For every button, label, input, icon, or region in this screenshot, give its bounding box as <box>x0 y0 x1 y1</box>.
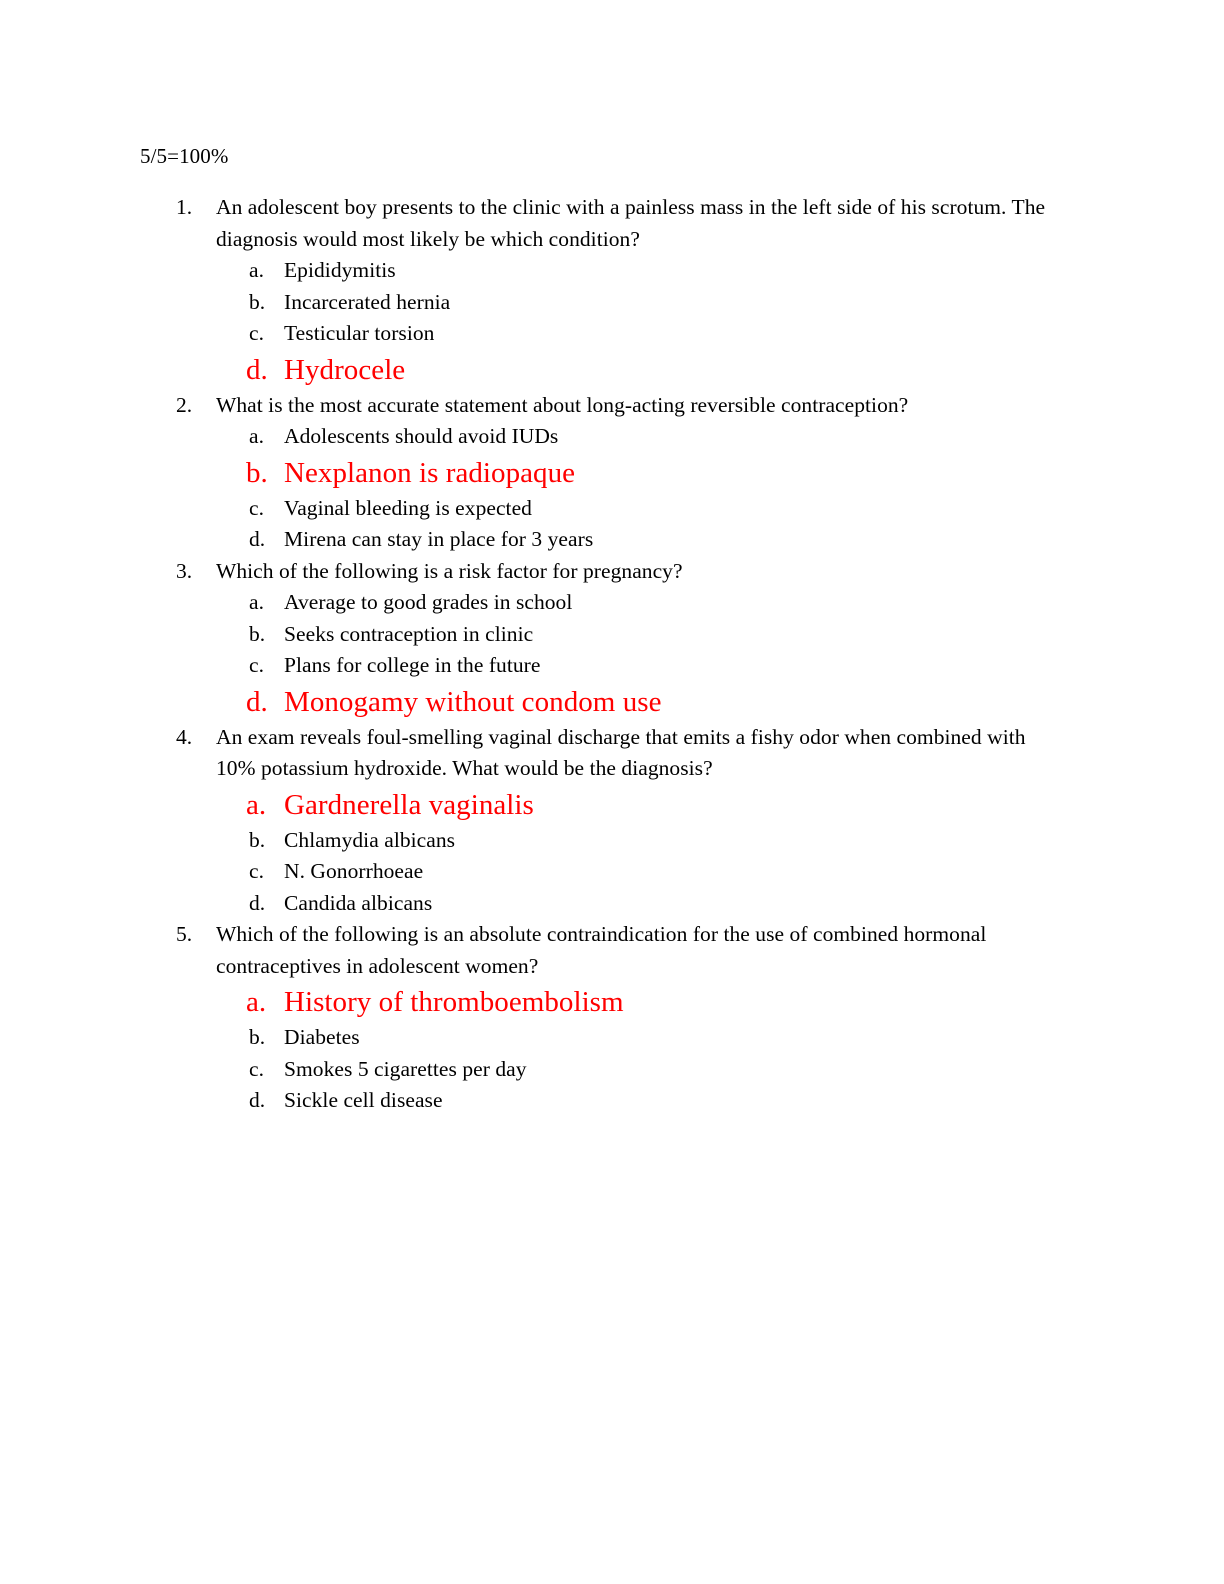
question-text: Which of the following is an absolute co… <box>216 922 987 978</box>
question-text: An adolescent boy presents to the clinic… <box>216 195 1046 251</box>
option-text: Epididymitis <box>284 258 396 282</box>
answer-option-row[interactable]: d. Hydrocele <box>0 350 1224 390</box>
question-block: 1. An adolescent boy presents to the clin… <box>0 192 1224 390</box>
option-letter: c. <box>249 321 265 345</box>
question-number: 2. <box>176 392 193 417</box>
option-text: Sickle cell disease <box>284 1088 443 1112</box>
option-letter: d. <box>246 353 268 386</box>
option-text: Monogamy without condom use <box>284 685 662 718</box>
option-row[interactable]: c. Plans for college in the future <box>0 650 1224 682</box>
option-row[interactable]: a. Adolescents should avoid IUDs <box>0 421 1224 453</box>
option-row[interactable]: c. Smokes 5 cigarettes per day <box>0 1054 1224 1086</box>
option-text: Seeks contraception in clinic <box>284 621 534 646</box>
option-letter: a. <box>249 424 265 448</box>
option-text: Candida albicans <box>284 890 433 915</box>
answer-option-row[interactable]: a. Gardnerella vaginalis <box>0 785 1224 825</box>
option-letter: a. <box>246 986 267 1018</box>
option-text: Testicular torsion <box>284 321 435 345</box>
option-text: Nexplanon is radiopaque <box>284 456 576 489</box>
question-block: 4. An exam reveals foul-smelling vaginal … <box>0 722 1224 920</box>
option-text: Incarcerated hernia <box>284 289 451 314</box>
option-letter: a. <box>249 590 265 614</box>
option-row[interactable]: c. Vaginal bleeding is expected <box>0 493 1224 525</box>
option-row[interactable]: d. Mirena can stay in place for 3 years <box>0 524 1224 556</box>
option-text: Diabetes <box>284 1025 360 1049</box>
question-row: 4. An exam reveals foul-smelling vaginal … <box>0 722 1224 785</box>
question-text: An exam reveals foul-smelling vaginal di… <box>216 724 1026 781</box>
option-row[interactable]: b. Diabetes <box>0 1022 1224 1054</box>
option-row[interactable]: c. Testicular torsion <box>0 318 1224 350</box>
option-letter: a. <box>249 258 265 282</box>
option-text: Hydrocele <box>284 353 406 386</box>
option-text: Gardnerella vaginalis <box>284 788 534 821</box>
question-number: 5. <box>176 922 193 946</box>
answer-option-row[interactable]: a. History of thromboembolism <box>0 982 1224 1022</box>
option-letter: c. <box>249 1056 265 1081</box>
option-text: Adolescents should avoid IUDs <box>284 424 559 448</box>
question-list: 1. An adolescent boy presents to the clin… <box>0 192 1224 1117</box>
option-row[interactable]: b. Seeks contraception in clinic <box>0 619 1224 651</box>
answer-option-row[interactable]: d. Monogamy without condom use <box>0 682 1224 722</box>
option-text: Vaginal bleeding is expected <box>284 495 532 520</box>
option-letter: b. <box>246 456 268 489</box>
score-line: 5/5=100% <box>140 144 229 168</box>
option-row[interactable]: d. Sickle cell disease <box>0 1085 1224 1117</box>
option-row[interactable]: a. Epididymitis <box>0 255 1224 287</box>
option-text: N. Gonorrhoeae <box>284 859 424 883</box>
option-letter: d. <box>249 527 266 551</box>
option-letter: d. <box>249 1088 266 1112</box>
question-number: 4. <box>176 724 193 749</box>
question-block: 2. What is the most accurate statement ab… <box>0 390 1224 556</box>
answer-option-row[interactable]: b. Nexplanon is radiopaque <box>0 453 1224 493</box>
option-letter: b. <box>249 289 266 314</box>
option-row[interactable]: b. Incarcerated hernia <box>0 287 1224 319</box>
option-text: Average to good grades in school <box>284 590 573 614</box>
option-text: History of thromboembolism <box>284 986 624 1018</box>
question-number: 1. <box>176 195 193 219</box>
option-text: Chlamydia albicans <box>284 827 456 852</box>
option-letter: c. <box>249 495 265 520</box>
question-text: Which of the following is a risk factor … <box>216 558 683 583</box>
question-row: 2. What is the most accurate statement ab… <box>0 390 1224 422</box>
question-row: 3. Which of the following is a risk facto… <box>0 556 1224 588</box>
question-number: 3. <box>176 558 193 583</box>
question-text: What is the most accurate statement abou… <box>216 392 909 417</box>
option-letter: c. <box>249 859 265 883</box>
option-row[interactable]: a. Average to good grades in school <box>0 587 1224 619</box>
option-letter: b. <box>249 827 266 852</box>
option-row[interactable]: b. Chlamydia albicans <box>0 825 1224 857</box>
option-row[interactable]: d. Candida albicans <box>0 888 1224 920</box>
option-letter: c. <box>249 653 265 677</box>
option-letter: d. <box>246 685 268 718</box>
option-letter: d. <box>249 890 266 915</box>
question-block: 5. Which of the following is an absolute … <box>0 919 1224 1117</box>
option-text: Smokes 5 cigarettes per day <box>284 1056 527 1081</box>
option-row[interactable]: c. N. Gonorrhoeae <box>0 856 1224 888</box>
question-row: 1. An adolescent boy presents to the clin… <box>0 192 1224 255</box>
option-text: Plans for college in the future <box>284 653 541 677</box>
option-letter: b. <box>249 621 266 646</box>
option-letter: a. <box>246 788 267 821</box>
question-block: 3. Which of the following is a risk facto… <box>0 556 1224 722</box>
question-row: 5. Which of the following is an absolute … <box>0 919 1224 982</box>
option-text: Mirena can stay in place for 3 years <box>284 527 594 551</box>
option-letter: b. <box>249 1025 266 1049</box>
